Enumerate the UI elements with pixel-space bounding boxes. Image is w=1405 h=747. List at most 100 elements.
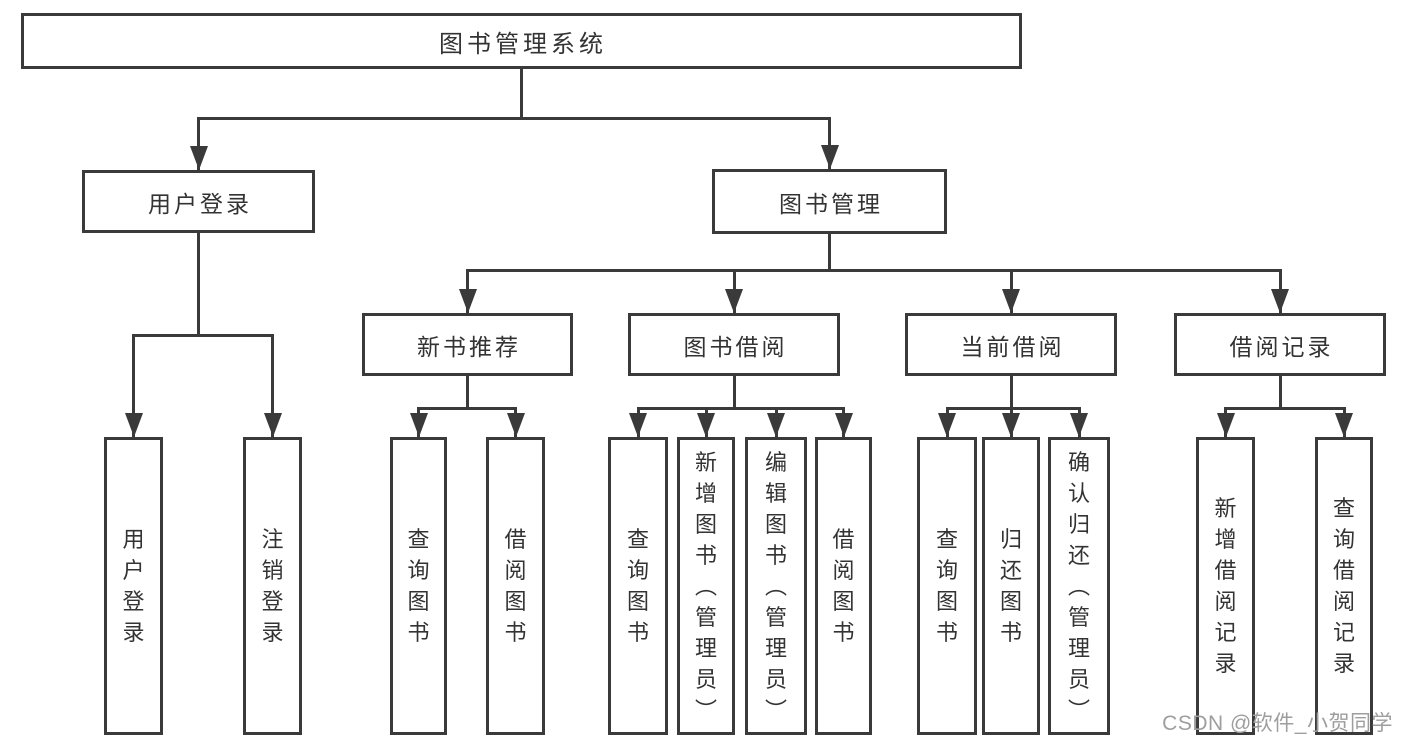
node-label: 图书借阅 <box>683 333 788 360</box>
node-root: 图书管理系统 <box>21 13 1022 69</box>
node-label-char: 询 <box>626 558 649 583</box>
node-book-mgmt: 图书管理 <box>712 169 947 234</box>
arrowhead-down-icon <box>124 413 143 437</box>
node-label: 新增图书︵管理员︶ <box>680 447 732 726</box>
node-borrow-record: 借阅记录 <box>1174 313 1386 376</box>
node-label-char: 查 <box>626 527 649 552</box>
node-label: 借阅图书 <box>818 524 869 648</box>
node-label-char: 阅 <box>1214 589 1237 614</box>
arrowhead-down-icon <box>506 413 525 437</box>
node-current-query-book: 查询图书 <box>917 437 977 735</box>
node-label-char: 阅 <box>1332 589 1355 614</box>
node-label-char: 认 <box>1067 480 1090 506</box>
node-leaf-user-login: 用户登录 <box>104 437 163 735</box>
arrowhead-down-icon <box>629 413 647 437</box>
node-label-char: 新 <box>694 449 717 475</box>
node-label-char: 辑 <box>764 480 787 506</box>
node-label-char: 理 <box>1067 635 1090 661</box>
node-recommend-query-book: 查询图书 <box>390 437 447 735</box>
node-label-char: 查 <box>407 527 430 552</box>
node-label-char: 借 <box>1332 558 1355 583</box>
arrowhead-down-icon <box>1070 413 1088 437</box>
node-label: 新书推荐 <box>417 333 521 360</box>
node-label: 查询图书 <box>393 524 444 648</box>
node-label-char: 询 <box>935 558 958 583</box>
arrowhead-down-icon <box>820 145 839 169</box>
node-label-char: 管 <box>1067 604 1090 630</box>
node-borrow-add-book: 新增图书︵管理员︶ <box>677 437 735 735</box>
node-label: 编辑图书︵管理员︶ <box>748 447 804 726</box>
node-label: 图书管理 <box>779 190 883 217</box>
node-label-char: 员 <box>764 666 787 692</box>
node-label-char: ︶ <box>694 697 717 723</box>
arrowhead-down-icon <box>697 413 715 437</box>
arrowhead-down-icon <box>1335 413 1353 437</box>
arrowhead-down-icon <box>458 289 477 313</box>
node-label-char: ︵ <box>694 573 717 599</box>
node-book-borrow: 图书借阅 <box>628 313 840 376</box>
connector-line <box>828 118 831 169</box>
node-label-char: 还 <box>999 558 1022 583</box>
node-label: 借阅图书 <box>489 524 542 648</box>
arrowhead-down-icon <box>189 146 208 170</box>
connector-line <box>636 406 845 410</box>
arrowhead-down-icon <box>1002 413 1020 437</box>
arrowhead-down-icon <box>409 413 428 437</box>
node-label-char: 理 <box>694 635 717 661</box>
node-label-char: 图 <box>407 589 430 614</box>
node-label-char: 录 <box>122 620 145 645</box>
connector-line <box>466 376 469 410</box>
arrowhead-down-icon <box>834 413 853 437</box>
node-label-char: 阅 <box>504 558 527 583</box>
node-label-char: 图 <box>764 511 787 537</box>
node-label-char: 书 <box>832 620 855 645</box>
node-new-book-rec: 新书推荐 <box>362 313 573 376</box>
node-label-char: 归 <box>999 527 1022 552</box>
node-label-char: 销 <box>261 558 284 583</box>
node-label-char: 书 <box>999 620 1022 645</box>
node-label-char: 借 <box>504 527 527 552</box>
node-borrow-borrow-book: 借阅图书 <box>815 437 872 735</box>
connector-line <box>132 333 274 337</box>
node-label: 新增借阅记录 <box>1199 493 1252 679</box>
connector-line <box>1009 376 1013 410</box>
node-label-char: 图 <box>832 589 855 614</box>
node-label: 用户登录 <box>107 524 160 648</box>
node-label-char: 图 <box>626 589 649 614</box>
node-label-char: 增 <box>1214 527 1237 552</box>
arrowhead-down-icon <box>263 413 282 437</box>
node-label-char: 管 <box>764 604 787 630</box>
connector-line <box>520 69 523 120</box>
connector-line <box>132 335 135 437</box>
node-label-char: 员 <box>1067 666 1090 692</box>
node-record-add: 新增借阅记录 <box>1196 437 1255 735</box>
node-current-confirm-return: 确认归还︵管理员︶ <box>1048 437 1110 735</box>
node-label-char: 书 <box>407 620 430 645</box>
connector-line <box>1224 406 1346 410</box>
connector-line <box>417 406 517 410</box>
connector-line <box>1278 376 1282 410</box>
arrowhead-down-icon <box>1271 289 1289 313</box>
connector-line <box>197 118 200 170</box>
arrowhead-down-icon <box>725 289 743 313</box>
node-label: 当前借阅 <box>960 333 1065 360</box>
node-label: 用户登录 <box>148 190 252 217</box>
node-borrow-query-book: 查询图书 <box>608 437 668 735</box>
node-label-char: 户 <box>122 558 145 583</box>
node-user-login: 用户登录 <box>82 170 315 233</box>
node-label: 注销登录 <box>246 524 299 648</box>
node-label-char: 图 <box>999 589 1022 614</box>
node-label-char: 归 <box>1067 511 1090 537</box>
connector-line <box>197 116 831 120</box>
node-label-char: 确 <box>1067 449 1090 475</box>
node-label-char: 注 <box>261 527 284 552</box>
node-label-char: 询 <box>1332 527 1355 552</box>
node-borrow-edit-book: 编辑图书︵管理员︶ <box>745 437 807 735</box>
node-label-char: 查 <box>1332 496 1355 521</box>
csdn-watermark: CSDN @软件_小贺同学 <box>1162 712 1393 735</box>
connector-line <box>945 406 1081 410</box>
node-label-char: ︶ <box>1067 697 1090 723</box>
node-label-char: 增 <box>694 480 717 506</box>
node-label-char: 借 <box>832 527 855 552</box>
